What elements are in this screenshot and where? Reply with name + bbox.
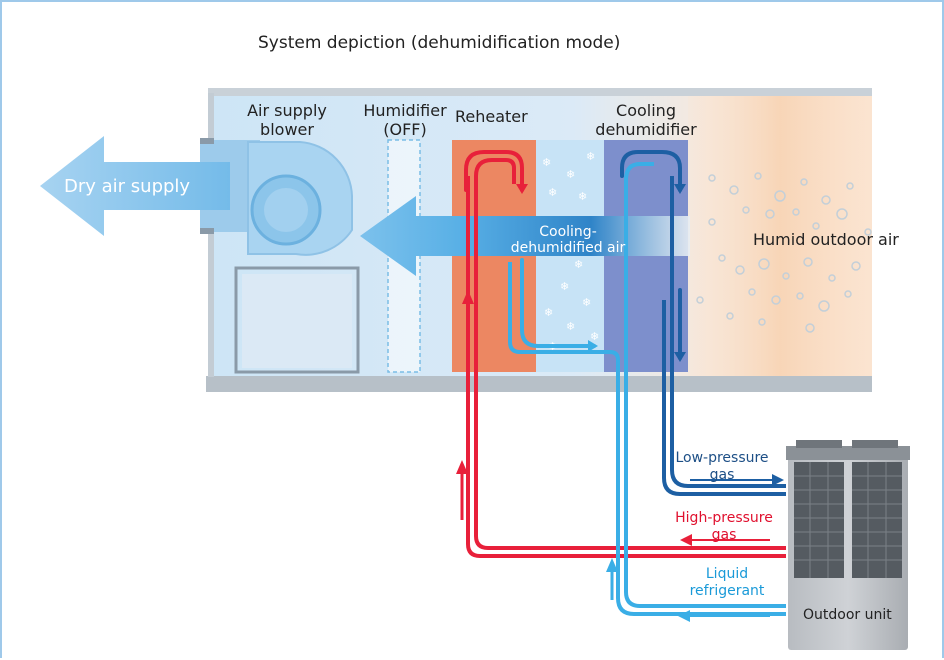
blower-label-line2: blower — [260, 120, 314, 139]
svg-text:❄: ❄ — [578, 190, 587, 203]
hp-arrow-up-2 — [456, 460, 468, 474]
outdoor-unit-label: Outdoor unit — [803, 607, 892, 623]
cooling-dehumidifier-label: Cooling dehumidifier — [590, 101, 702, 139]
cooling-loop — [620, 150, 686, 362]
ahu-top-rail — [208, 88, 872, 96]
svg-text:❄: ❄ — [544, 306, 553, 319]
outdoor-unit — [786, 440, 910, 650]
liquid-label-line1: Liquid — [705, 566, 749, 582]
reheater-loop — [464, 150, 598, 352]
liquid-label-line2: refrigerant — [689, 583, 765, 599]
humidifier-label: Humidifier (OFF) — [361, 101, 449, 139]
lp-arrow-right — [772, 474, 784, 486]
blower-label-line1: Air supply — [247, 101, 327, 120]
dry-air-supply-label: Dry air supply — [64, 176, 191, 197]
svg-text:❄: ❄ — [586, 150, 595, 163]
humid-air-zone — [688, 96, 872, 376]
svg-text:❄: ❄ — [566, 320, 575, 333]
cooling-label-line2: dehumidifier — [595, 120, 697, 139]
cooled-air-label: Cooling- dehumidified air — [506, 224, 630, 256]
svg-text:❄: ❄ — [560, 280, 569, 293]
hp-label-line2: gas — [711, 527, 737, 543]
reheater-label: Reheater — [455, 107, 528, 126]
hp-arrow-left — [680, 534, 692, 546]
high-pressure-line — [466, 158, 786, 558]
ahu-left-wall — [208, 93, 214, 377]
ahu-base-rail — [206, 376, 872, 392]
high-pressure-gas-label: High-pressure gas — [668, 510, 780, 544]
lp-label-line1: Low-pressure — [675, 450, 769, 466]
low-pressure-gas-label: Low-pressure gas — [667, 450, 777, 484]
svg-text:❄: ❄ — [542, 156, 551, 169]
air-supply-blower-label: Air supply blower — [244, 101, 330, 139]
humid-outdoor-air-label: Humid outdoor air — [753, 230, 899, 249]
svg-text:❄: ❄ — [574, 258, 583, 271]
liquid-arrow-left — [678, 610, 690, 622]
humid-air-bubbles — [696, 172, 872, 333]
lp-label-line2: gas — [709, 467, 735, 483]
cooled-air-label-line1: Cooling- — [539, 224, 597, 240]
liquid-line — [508, 162, 786, 616]
cooled-air-label-line2: dehumidified air — [510, 240, 626, 256]
diagram-title: System depiction (dehumidification mode) — [258, 33, 621, 53]
blower-motor-frame — [234, 266, 360, 374]
low-pressure-line — [662, 176, 786, 496]
liquid-refrigerant-label: Liquid refrigerant — [682, 566, 772, 600]
svg-text:❄: ❄ — [582, 296, 591, 309]
humidifier-label-line1: Humidifier — [363, 101, 447, 120]
liquid-arrow-up — [606, 558, 618, 572]
svg-text:❄: ❄ — [590, 330, 599, 343]
hp-label-line1: High-pressure — [675, 510, 773, 526]
svg-text:❄: ❄ — [548, 186, 557, 199]
hp-arrow-up-1 — [462, 290, 474, 304]
humidifier-label-line2: (OFF) — [383, 120, 427, 139]
dry-air-supply-arrow — [40, 136, 230, 236]
svg-text:❄: ❄ — [566, 168, 575, 181]
cooling-label-line1: Cooling — [616, 101, 676, 120]
air-flow-arrow — [360, 196, 690, 276]
